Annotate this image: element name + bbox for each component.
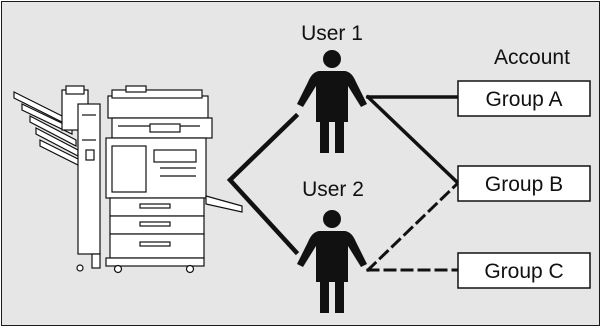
group-c-label: Group C	[484, 260, 563, 283]
group-a-label: Group A	[485, 88, 562, 111]
group-c-box: Group C	[457, 252, 591, 289]
user-2-person-icon	[297, 210, 367, 313]
link-user2-group-b	[365, 180, 461, 273]
user-2-label: User 2	[302, 178, 364, 201]
user-1-label: User 1	[301, 22, 363, 45]
account-heading: Account	[494, 46, 570, 69]
link-user1-group-b	[365, 94, 461, 186]
user-1-person-icon	[297, 50, 367, 153]
group-a-box: Group A	[457, 80, 591, 117]
multifunction-printer-icon	[13, 85, 243, 274]
group-b-box: Group B	[457, 165, 591, 202]
group-b-label: Group B	[485, 173, 563, 196]
printer-link	[226, 112, 300, 256]
